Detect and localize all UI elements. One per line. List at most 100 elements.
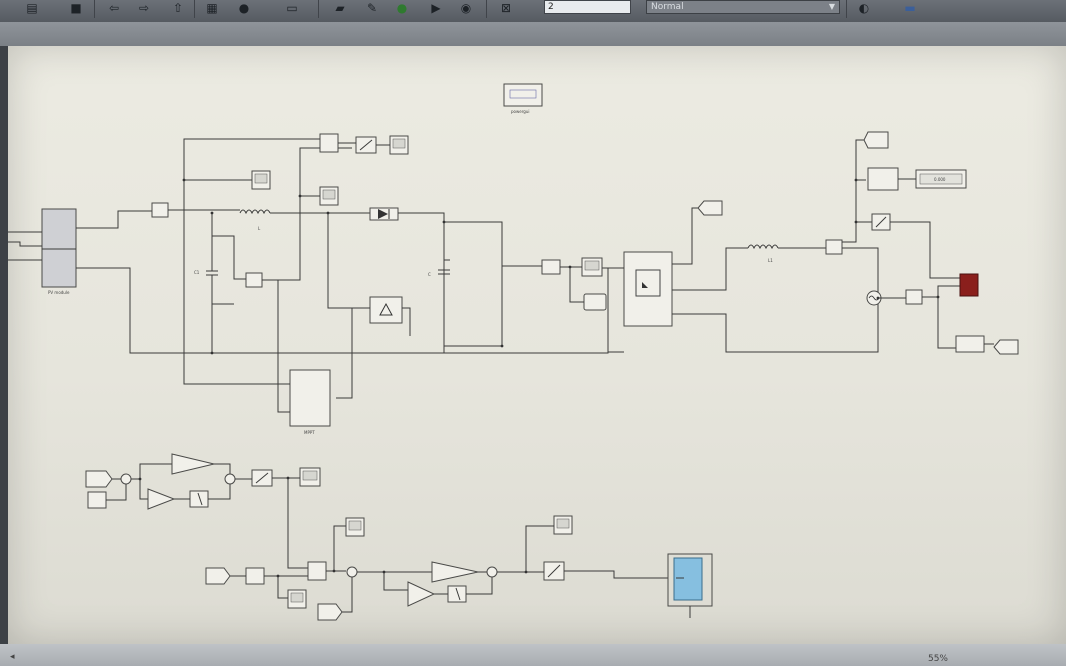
voltage-measurement-block[interactable]	[245, 272, 263, 288]
wire-sensing-top	[183, 138, 352, 290]
saturation-2[interactable]	[543, 561, 565, 581]
display-value: 0.000	[934, 177, 946, 182]
inductor-l1-label: L1	[768, 258, 773, 263]
library-icon[interactable]: ▦	[206, 1, 218, 15]
scope-loop1[interactable]	[299, 467, 321, 487]
pwm-generator-block[interactable]	[667, 553, 713, 607]
model-config-icon[interactable]: ⊠	[500, 1, 512, 15]
grid-voltage-measurement[interactable]	[905, 289, 923, 305]
up-icon[interactable]: ⇧	[172, 1, 184, 15]
from-tag-vdc[interactable]	[87, 491, 107, 509]
sum-block-1[interactable]	[120, 473, 132, 485]
simulation-mode-value: Normal	[651, 2, 684, 12]
toolbar-strip	[0, 22, 1066, 46]
power-calc-block[interactable]	[955, 335, 985, 353]
powergui-block[interactable]: powergui	[503, 83, 543, 114]
gain-ki-1[interactable]	[147, 488, 176, 510]
inverter-block[interactable]	[623, 251, 673, 327]
mppt-block[interactable]: MPPT	[289, 369, 331, 435]
product-block-2[interactable]	[307, 561, 327, 581]
saturation-1[interactable]	[251, 469, 273, 487]
pv-module-label: PV module	[48, 290, 70, 295]
goto-tag-vdc[interactable]	[697, 200, 723, 216]
display-dc-bus[interactable]	[583, 293, 607, 311]
mppt-label: MPPT	[304, 430, 315, 435]
block-diagram[interactable]: powergui PV module L C1 C	[8, 46, 1066, 644]
wire-loop1-c	[235, 477, 308, 569]
saturation-block[interactable]	[355, 136, 377, 154]
sum-block-3[interactable]	[346, 566, 358, 578]
scope-loop2[interactable]	[553, 515, 573, 535]
toolbar: ▤ ■ ⇦ ⇨ ⇧ ▦ ● ▭ ▰ ✎ ● ▶ ◉ ⊠ 2 Normal ▼ ◐…	[0, 0, 1066, 23]
igbt-switch-block[interactable]	[369, 296, 403, 324]
hardware-icon[interactable]: ▬	[904, 1, 916, 15]
back-icon[interactable]: ⇦	[108, 1, 120, 15]
scope-dc-bus[interactable]	[581, 257, 603, 277]
product-block[interactable]	[319, 133, 339, 153]
status-bar: ◂ 55%	[0, 644, 1066, 666]
stop-time-input[interactable]: 2	[544, 0, 631, 14]
integrator-2[interactable]	[447, 585, 467, 603]
wire-grid-loop	[672, 247, 879, 353]
wire-diode-cap	[398, 212, 445, 353]
from-tag-iac[interactable]	[317, 603, 343, 621]
step-forward-icon[interactable]: ▶	[431, 1, 441, 15]
wire-loop2-a	[230, 525, 346, 599]
gain-kp-2[interactable]	[431, 561, 479, 583]
gain-block[interactable]	[871, 213, 891, 231]
capacitor-c[interactable]: C	[428, 259, 450, 277]
gain-ki-2[interactable]	[407, 581, 436, 607]
goto-tag-iac[interactable]	[863, 131, 889, 149]
wire-igbt	[327, 213, 411, 399]
sum-block-4[interactable]	[486, 566, 498, 578]
scope-iref[interactable]	[287, 589, 307, 609]
dc-voltage-measurement[interactable]	[541, 259, 561, 275]
inductor-l1[interactable]: L1	[747, 244, 779, 263]
ac-grid-source[interactable]	[866, 290, 882, 306]
wire-ground-bus	[76, 267, 609, 354]
forward-icon[interactable]: ⇨	[138, 1, 150, 15]
status-scroll-indicator[interactable]: ◂	[10, 652, 15, 662]
scope-current[interactable]	[251, 170, 271, 190]
diode-block[interactable]	[369, 207, 399, 221]
grid-current-sensor[interactable]	[825, 239, 843, 255]
goto-tag-pac[interactable]	[993, 339, 1019, 355]
build-icon[interactable]: ▰	[335, 1, 345, 15]
scope-product[interactable]	[345, 517, 365, 537]
inductor-l[interactable]: L	[239, 209, 271, 231]
display-block[interactable]: 0.000	[915, 169, 967, 189]
scope-power[interactable]	[389, 135, 409, 155]
from-tag-vref[interactable]	[85, 470, 113, 488]
run-icon[interactable]: ●	[396, 1, 408, 15]
chevron-down-icon: ▼	[828, 2, 835, 11]
scope-voltage[interactable]	[319, 186, 339, 206]
toolbar-separator	[486, 0, 487, 18]
integrator-1[interactable]	[189, 490, 209, 508]
gain-kp-1[interactable]	[171, 453, 215, 475]
sum-block-2[interactable]	[224, 473, 236, 485]
settings-icon[interactable]: ●	[238, 1, 250, 15]
wire-vmeas	[212, 235, 246, 305]
model-canvas[interactable]: powergui PV module L C1 C	[8, 46, 1066, 644]
toolbar-separator	[194, 0, 195, 18]
from-tag-iref[interactable]	[205, 567, 231, 585]
open-icon[interactable]: ▤	[26, 1, 38, 15]
performance-icon[interactable]: ◐	[858, 1, 870, 15]
sine-block[interactable]	[245, 567, 265, 585]
pv-module-block[interactable]: PV module	[41, 208, 77, 295]
stop-icon[interactable]: ◉	[460, 1, 472, 15]
capacitor-c1-label: C1	[194, 270, 200, 275]
wire-power-chain	[338, 142, 390, 146]
debug-icon[interactable]: ✎	[366, 1, 378, 15]
capacitor-c1[interactable]: C1	[194, 213, 218, 353]
main-scope-block[interactable]	[959, 273, 979, 297]
model-explorer-icon[interactable]: ▭	[286, 1, 298, 15]
current-sensor-block[interactable]	[151, 202, 169, 218]
wire-loop1-b	[174, 463, 231, 500]
rms-block[interactable]	[867, 167, 899, 191]
save-icon[interactable]: ■	[70, 1, 82, 15]
wire-loop1-a	[106, 463, 172, 501]
simulation-mode-select[interactable]: Normal ▼	[646, 0, 840, 14]
wire-meas-fanout	[842, 139, 872, 243]
toolbar-separator	[318, 0, 319, 18]
